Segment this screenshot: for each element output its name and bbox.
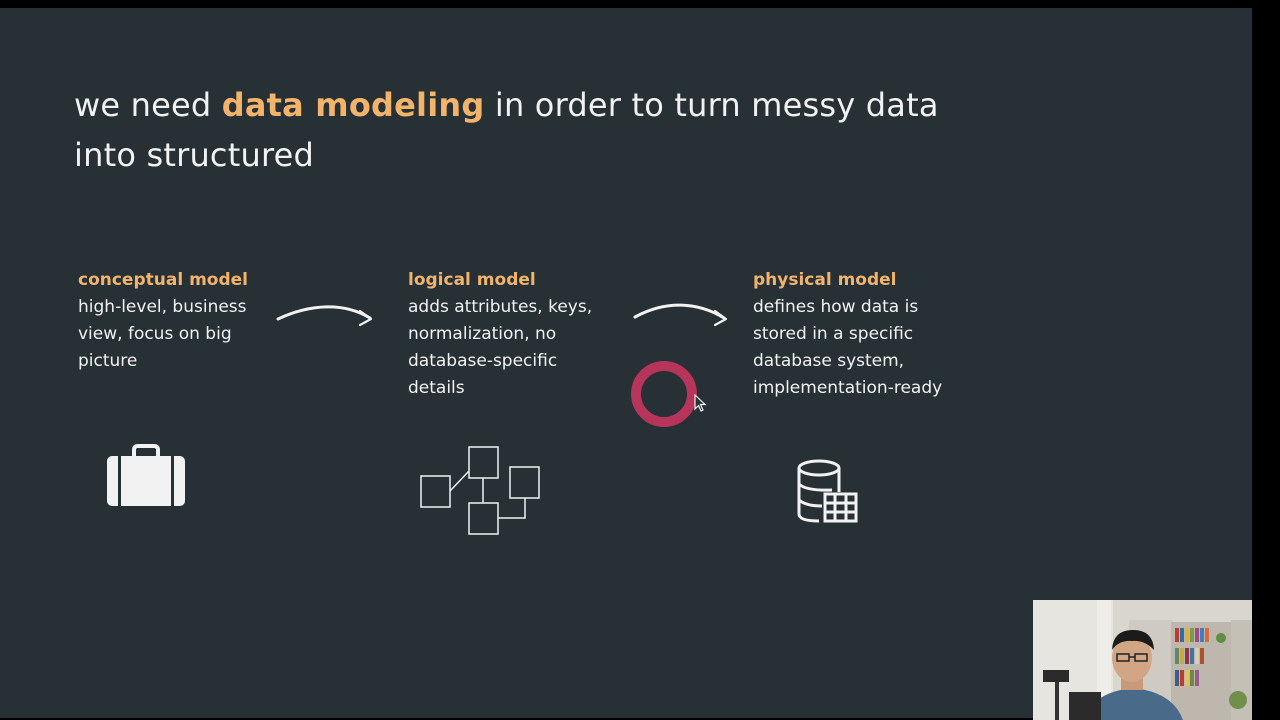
presenter-video-image xyxy=(1033,600,1252,720)
headline-highlight: data modeling xyxy=(221,86,485,124)
logical-model-title: logical model xyxy=(408,270,536,290)
briefcase-icon xyxy=(107,444,185,506)
arrow-right-icon xyxy=(276,305,373,327)
headline-text-after: in order to turn messy data into structu… xyxy=(74,86,939,174)
logical-model-description: adds attributes, keys, normalization, no… xyxy=(408,297,593,398)
headline-text-before: we need xyxy=(74,86,222,124)
mouse-cursor-icon xyxy=(694,394,707,412)
arrow-right-icon xyxy=(633,303,728,327)
physical-model-title: physical model xyxy=(753,270,897,290)
conceptual-model-card: conceptual model high-level, business vi… xyxy=(78,267,278,375)
physical-model-card: physical model defines how data is store… xyxy=(753,267,973,402)
physical-model-description: defines how data is stored in a specific… xyxy=(753,297,943,398)
slide: we need data modeling in order to turn m… xyxy=(0,8,1252,718)
logical-model-card: logical model adds attributes, keys, nor… xyxy=(408,267,608,402)
entity-diagram-icon xyxy=(420,446,540,535)
click-indicator-ring xyxy=(631,361,697,427)
database-table-icon xyxy=(797,459,858,523)
conceptual-model-description: high-level, business view, focus on big … xyxy=(78,297,247,371)
presenter-webcam xyxy=(1033,600,1252,720)
slide-headline: we need data modeling in order to turn m… xyxy=(74,80,974,180)
conceptual-model-title: conceptual model xyxy=(78,270,248,290)
